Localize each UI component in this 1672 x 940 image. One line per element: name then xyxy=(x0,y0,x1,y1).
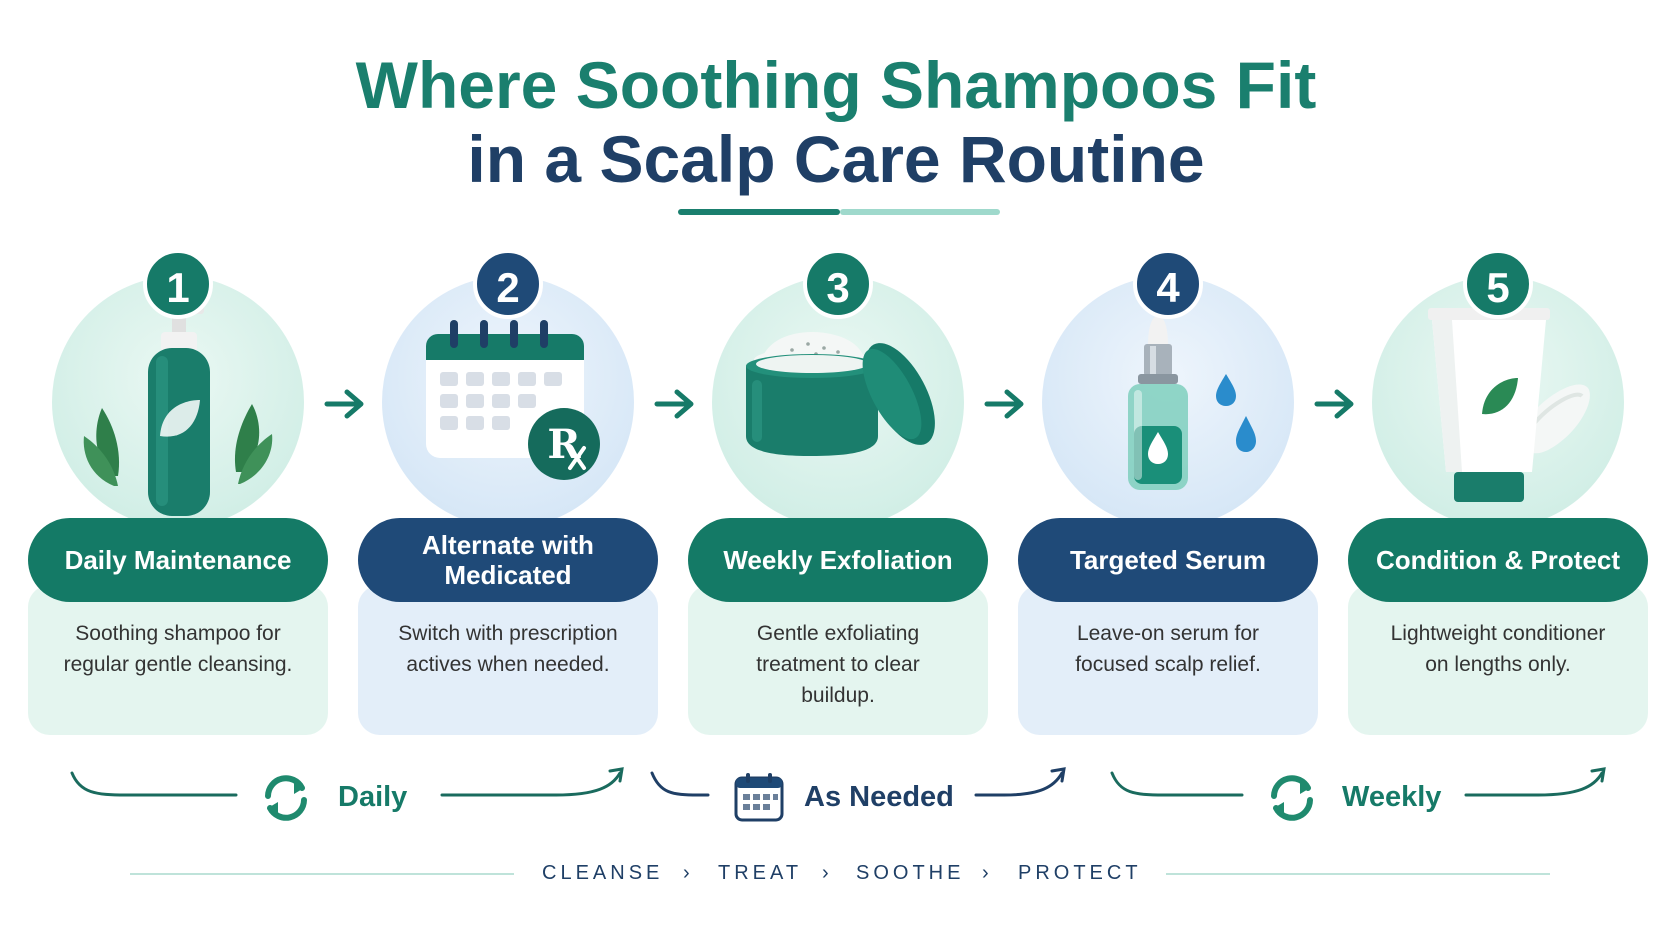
step-2: 2 R Alternate with Medicated Switch with… xyxy=(358,240,658,740)
step-3-description: Gentle exfoliating treatment to clear bu… xyxy=(756,622,920,707)
step-4: 4 Targeted Serum Leave-on serum for focu… xyxy=(1018,240,1318,740)
step-2-description: Switch with prescription actives when ne… xyxy=(398,622,618,676)
step-3-card xyxy=(688,585,988,735)
serum-dropper-icon xyxy=(1128,316,1256,490)
step-3-number-badge: 3 xyxy=(803,249,873,319)
title-underline-secondary xyxy=(840,209,1000,215)
frequency-as-needed-label: As Needed xyxy=(804,781,954,813)
footer-separator: › xyxy=(822,862,829,884)
scrub-jar-icon xyxy=(746,332,935,456)
step-1: 1 Daily Maintenance Soothing shampoo for… xyxy=(28,240,328,740)
arrow-right-icon xyxy=(654,389,694,419)
step-4-card xyxy=(1018,585,1318,735)
refresh-cycle-icon xyxy=(265,775,307,821)
step-3-label: Weekly Exfoliation xyxy=(688,518,988,602)
shampoo-bottle-icon xyxy=(83,304,273,516)
title-underline-primary xyxy=(678,209,840,215)
step-1-number-badge: 1 xyxy=(143,249,213,319)
footer-stage-soothe: SOOTHE xyxy=(856,862,965,884)
as-needed-frequency-connector xyxy=(650,767,1066,797)
footer-stage-treat: TREAT xyxy=(718,862,803,884)
conditioner-tube-icon xyxy=(1428,308,1590,502)
step-4-label: Targeted Serum xyxy=(1018,518,1318,602)
step-4-number-badge: 4 xyxy=(1133,249,1203,319)
refresh-cycle-icon xyxy=(1271,775,1313,821)
step-1-label: Daily Maintenance xyxy=(28,518,328,602)
frequency-weekly-label: Weekly xyxy=(1342,781,1442,813)
calendar-icon xyxy=(734,773,784,822)
title-line-1: Where Soothing Shampoos Fit xyxy=(355,48,1317,122)
step-1-description: Soothing shampoo for regular gentle clea… xyxy=(63,622,293,676)
step-5-label: Condition & Protect xyxy=(1348,518,1648,602)
footer-separator: › xyxy=(683,862,690,884)
step-5: 5 Condition & Protect Lightweight condit… xyxy=(1348,240,1648,740)
step-1-card xyxy=(28,585,328,735)
footer-stage-cleanse: CLEANSE xyxy=(542,862,664,884)
footer-stage-protect: PROTECT xyxy=(1018,862,1142,884)
step-2-card xyxy=(358,585,658,735)
step-2-label: Alternate with Medicated xyxy=(358,518,658,602)
step-5-card xyxy=(1348,585,1648,735)
footer-separator: › xyxy=(982,862,989,884)
arrow-right-icon xyxy=(1314,389,1354,419)
step-2-number-badge: 2 xyxy=(473,249,543,319)
footer-rule-left xyxy=(130,873,514,875)
frequency-daily-label: Daily xyxy=(338,781,408,813)
daily-frequency-connector xyxy=(70,767,624,797)
step-5-number-badge: 5 xyxy=(1463,249,1533,319)
calendar-rx-icon: R xyxy=(426,320,600,480)
arrow-right-icon xyxy=(984,389,1024,419)
footer-rule-right xyxy=(1166,873,1550,875)
step-3: 3 Weekly Exfoliation Gentle exfoliating … xyxy=(688,240,988,740)
weekly-frequency-connector xyxy=(1110,767,1606,797)
step-4-description: Leave-on serum for focused scalp relief. xyxy=(1075,622,1261,676)
arrow-right-icon xyxy=(324,389,364,419)
title-line-2: in a Scalp Care Routine xyxy=(467,122,1205,196)
step-5-description: Lightweight conditioner on lengths only. xyxy=(1390,622,1606,676)
